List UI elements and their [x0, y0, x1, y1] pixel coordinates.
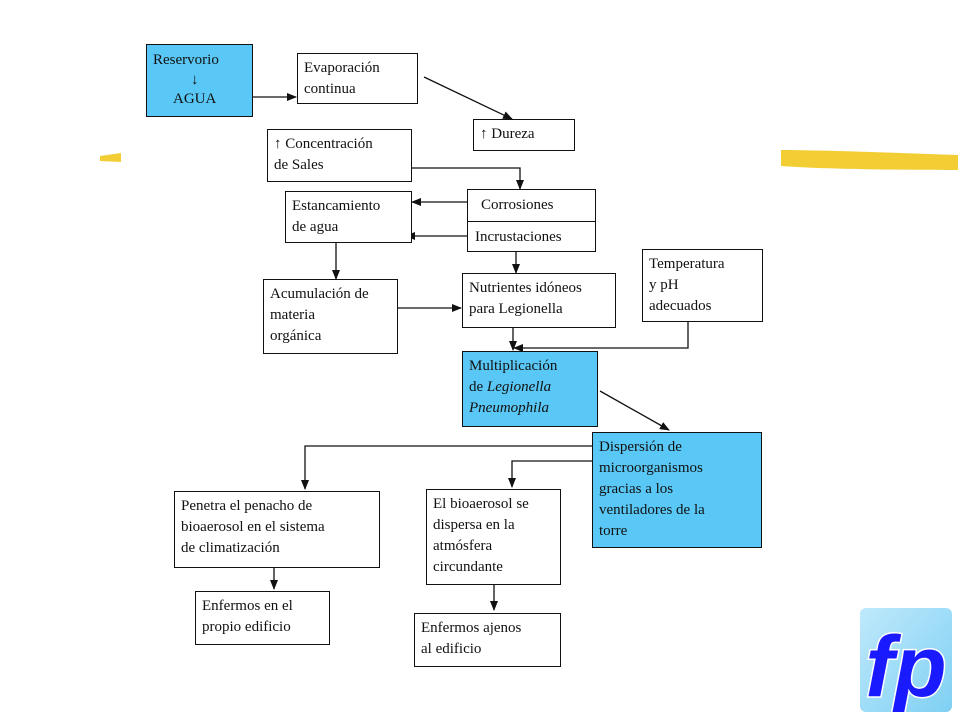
temperatura-box: Temperatura y pH adecuados	[642, 249, 763, 322]
left-brush-stroke	[100, 153, 121, 162]
arrow-dispersion-bioaerosol	[508, 460, 593, 488]
evaporacion-box: Evaporación continua	[297, 53, 418, 104]
dureza-box: ↑ Dureza	[473, 119, 575, 151]
agua-label: AGUA	[173, 91, 217, 107]
multiplicacion-prefix: de	[469, 379, 487, 395]
nutrientes-box: Nutrientes idóneos para Legionella	[462, 273, 616, 328]
corrosiones-incrustaciones-box: Corrosiones Incrustaciones	[467, 189, 596, 252]
arrow-evaporacion-dureza	[423, 76, 513, 120]
fp-logo: fp	[860, 608, 952, 712]
bioaerosol-box: El bioaerosol se dispersa en la atmósfer…	[426, 489, 561, 585]
arrow-multiplicacion-dispersion	[599, 390, 670, 431]
multiplicacion-species-line: de Legionella	[469, 377, 591, 398]
reservorio-label: Reservorio	[153, 52, 219, 68]
corrosiones-label: Corrosiones	[481, 197, 554, 213]
multiplicacion-box: Multiplicación de Legionella Pneumophila	[462, 351, 598, 427]
incrustaciones-label: Incrustaciones	[475, 229, 562, 245]
multiplicacion-species-line-2: Pneumophila	[469, 398, 591, 419]
penetra-box: Penetra el penacho de bioaerosol en el s…	[174, 491, 380, 568]
right-brush-stroke	[781, 150, 958, 170]
box-divider	[468, 221, 595, 222]
logo-background	[860, 608, 952, 712]
multiplicacion-label: Multiplicación	[469, 358, 558, 374]
down-arrow-icon: ↓	[191, 72, 199, 88]
acumulacion-box: Acumulación de materia orgánica	[263, 279, 398, 354]
pneumophila-text: Pneumophila	[469, 400, 549, 416]
legionella-text: Legionella	[486, 379, 552, 395]
logo-text: fp	[865, 619, 946, 712]
arrow-dispersion-penetra	[301, 445, 593, 490]
enfermos-ajenos-box: Enfermos ajenos al edificio	[414, 613, 561, 667]
dispersion-box: Dispersión de microorganismos gracias a …	[592, 432, 762, 548]
reservorio-box: Reservorio ↓ AGUA	[146, 44, 253, 117]
enfermos-propio-box: Enfermos en el propio edificio	[195, 591, 330, 645]
arrow-concentracion-corrosiones	[412, 167, 524, 190]
concentracion-box: ↑ Concentración de Sales	[267, 129, 412, 182]
estancamiento-box: Estancamiento de agua	[285, 191, 412, 243]
